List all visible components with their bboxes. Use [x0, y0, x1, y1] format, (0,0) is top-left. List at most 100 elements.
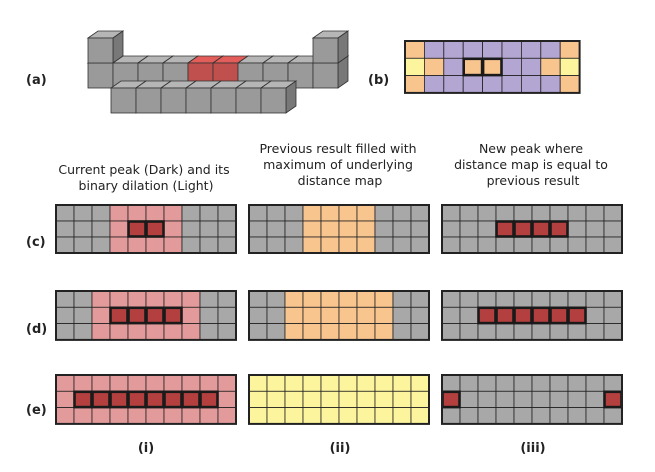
grid-cell	[477, 390, 497, 408]
grid-border	[55, 374, 237, 425]
grid-cell	[410, 374, 430, 392]
cube	[86, 30, 125, 64]
grid-border	[248, 290, 430, 341]
grid-cell	[356, 290, 376, 308]
grid-cell	[284, 323, 304, 341]
grid-cell	[459, 306, 479, 324]
grid-cell	[549, 290, 569, 308]
grid-cell	[266, 306, 286, 324]
grid-c-ii	[248, 204, 430, 254]
grid-cell	[73, 236, 93, 254]
grid-cell	[109, 374, 129, 392]
grid-cell	[91, 407, 111, 425]
grid-cell	[603, 290, 623, 308]
grid-cell	[302, 236, 322, 254]
column-title-iii-line-3: previous result	[487, 173, 580, 188]
grid-cell	[356, 390, 376, 408]
grid-cell	[404, 75, 425, 94]
peak-cell-outline	[163, 306, 183, 325]
grid-cell	[549, 390, 569, 408]
grid-cell	[603, 407, 623, 425]
grid-cell	[513, 204, 533, 222]
grid-cell	[531, 220, 551, 238]
grid-cell	[495, 204, 515, 222]
peak-cell-outline	[567, 306, 587, 325]
grid-cell	[127, 374, 147, 392]
grid-cell	[91, 390, 111, 408]
panel-label-d: (d)	[26, 322, 47, 337]
grid-cell	[374, 306, 394, 324]
grid-cell	[410, 407, 430, 425]
cube	[311, 30, 350, 64]
grid-cell	[477, 374, 497, 392]
grid-cell	[540, 40, 561, 59]
grid-cell	[567, 204, 587, 222]
grid-cell	[585, 407, 605, 425]
grid-cell	[459, 407, 479, 425]
grid-cell	[392, 306, 412, 324]
column-title-ii-line-1: Previous result filled with	[259, 141, 416, 156]
grid-cell	[531, 236, 551, 254]
grid-cell	[459, 390, 479, 408]
grid-cell	[482, 40, 503, 59]
grid-cell	[462, 40, 484, 59]
grid-cell	[109, 220, 129, 238]
grid-cell	[163, 407, 183, 425]
grid-cell	[459, 220, 479, 238]
column-title-ii-line-2: maximum of underlying	[263, 157, 413, 172]
grid-cell	[567, 290, 587, 308]
grid-cell	[248, 374, 268, 392]
grid-cell	[410, 290, 430, 308]
grid-cell	[356, 323, 376, 341]
grid-cell	[145, 323, 165, 341]
grid-cell	[199, 290, 219, 308]
peak-cell-outline	[145, 220, 165, 238]
grid-cell	[217, 390, 237, 408]
grid-cell	[181, 236, 201, 254]
grid-cell	[181, 407, 201, 425]
grid-d-iii	[441, 290, 623, 341]
grid-cell	[302, 374, 322, 392]
grid-cell	[320, 306, 340, 324]
grid-cell	[513, 407, 533, 425]
grid-cell	[302, 290, 322, 308]
grid-cell	[181, 290, 201, 308]
grid-e-i	[55, 374, 237, 425]
grid-cell	[284, 290, 304, 308]
grid-cell	[410, 236, 430, 254]
grid-cell	[217, 204, 237, 222]
grid-cell	[199, 323, 219, 341]
grid-cell	[199, 236, 219, 254]
grid-cell	[248, 220, 268, 238]
grid-b	[404, 40, 581, 94]
column-label-iii: (iii)	[520, 441, 545, 456]
grid-cell	[356, 220, 376, 238]
grid-cell	[217, 374, 237, 392]
column-label-i: (i)	[138, 441, 154, 456]
grid-cell	[462, 57, 484, 76]
grid-cell	[441, 374, 461, 392]
grid-cell	[55, 306, 75, 324]
grid-cell	[217, 306, 237, 324]
grid-cell	[495, 374, 515, 392]
grid-cell	[495, 220, 515, 238]
column-title-ii-line-3: distance map	[298, 173, 383, 188]
grid-cell	[55, 390, 75, 408]
grid-cell	[410, 306, 430, 324]
grid-cell	[163, 290, 183, 308]
grid-cell	[145, 374, 165, 392]
grid-cell	[392, 323, 412, 341]
grid-cell	[549, 323, 569, 341]
grid-cell	[441, 236, 461, 254]
grid-cell	[73, 374, 93, 392]
grid-cell	[585, 374, 605, 392]
grid-cell	[549, 236, 569, 254]
grid-cell	[567, 407, 587, 425]
grid-cell	[423, 75, 445, 94]
grid-cell	[302, 390, 322, 408]
cube	[259, 80, 298, 114]
grid-cell	[441, 204, 461, 222]
grid-cell	[73, 204, 93, 222]
grid-cell	[441, 306, 461, 324]
